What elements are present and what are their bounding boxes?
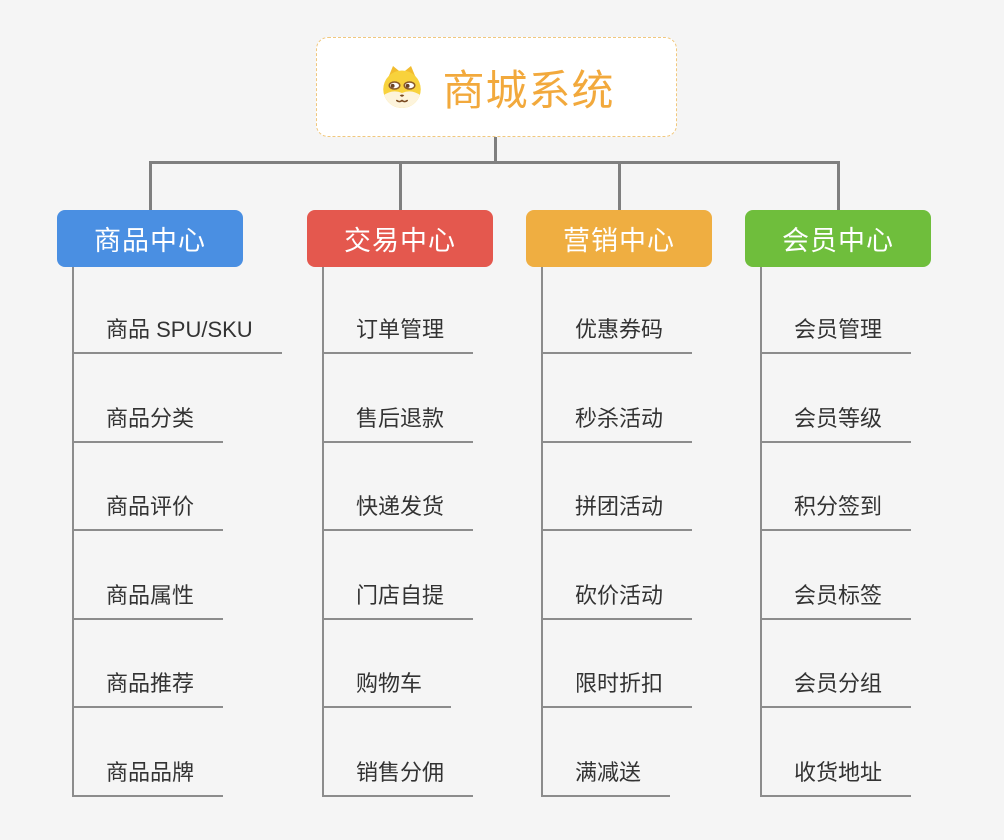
leaf-node[interactable]: 商品分类 — [72, 405, 224, 443]
leaf-node[interactable]: 商品推荐 — [72, 670, 224, 708]
leaf-node[interactable]: 会员分组 — [760, 670, 912, 708]
leaf-node[interactable]: 商品属性 — [72, 582, 224, 620]
branch-label: 会员中心 — [782, 226, 894, 256]
root-node-mall-system[interactable]: 商城系统 — [316, 37, 677, 137]
branch-label: 交易中心 — [344, 226, 456, 256]
connector-drop-trade-center — [399, 161, 402, 210]
leaf-node[interactable]: 拼团活动 — [541, 493, 693, 531]
connector-horizontal-bar — [149, 161, 840, 164]
branch-node-product-center[interactable]: 商品中心 — [57, 210, 243, 267]
connector-drop-marketing-center — [618, 161, 621, 210]
leaf-node[interactable]: 会员等级 — [760, 405, 912, 443]
branch-node-member-center[interactable]: 会员中心 — [745, 210, 931, 267]
leaf-node[interactable]: 商品 SPU/SKU — [72, 316, 282, 354]
leaf-node[interactable]: 会员标签 — [760, 582, 912, 620]
branch-spine-line — [541, 267, 543, 797]
branch-spine-line — [760, 267, 762, 797]
dog-face-icon — [383, 66, 422, 108]
leaf-node[interactable]: 优惠券码 — [541, 316, 693, 354]
leaf-node[interactable]: 秒杀活动 — [541, 405, 693, 443]
branch-node-trade-center[interactable]: 交易中心 — [307, 210, 493, 267]
branch-label: 商品中心 — [94, 226, 206, 256]
leaf-node[interactable]: 购物车 — [322, 670, 452, 708]
branch-node-marketing-center[interactable]: 营销中心 — [526, 210, 712, 267]
connector-drop-member-center — [837, 161, 840, 210]
leaf-node[interactable]: 限时折扣 — [541, 670, 693, 708]
branch-label: 营销中心 — [563, 226, 675, 256]
connector-root-stem — [494, 137, 497, 163]
leaf-node[interactable]: 积分签到 — [760, 493, 912, 531]
leaf-node[interactable]: 砍价活动 — [541, 582, 693, 620]
leaf-node[interactable]: 订单管理 — [322, 316, 474, 354]
leaf-node[interactable]: 销售分佣 — [322, 759, 474, 797]
connector-drop-product-center — [149, 161, 152, 210]
leaf-node[interactable]: 商品品牌 — [72, 759, 224, 797]
leaf-node[interactable]: 商品评价 — [72, 493, 224, 531]
branch-spine-line — [72, 267, 74, 797]
leaf-node[interactable]: 门店自提 — [322, 582, 474, 620]
leaf-node[interactable]: 满减送 — [541, 759, 671, 797]
leaf-node[interactable]: 快递发货 — [322, 493, 474, 531]
leaf-node[interactable]: 收货地址 — [760, 759, 912, 797]
branch-spine-line — [322, 267, 324, 797]
leaf-node[interactable]: 会员管理 — [760, 316, 912, 354]
leaf-node[interactable]: 售后退款 — [322, 405, 474, 443]
root-node-label: 商城系统 — [442, 66, 615, 114]
